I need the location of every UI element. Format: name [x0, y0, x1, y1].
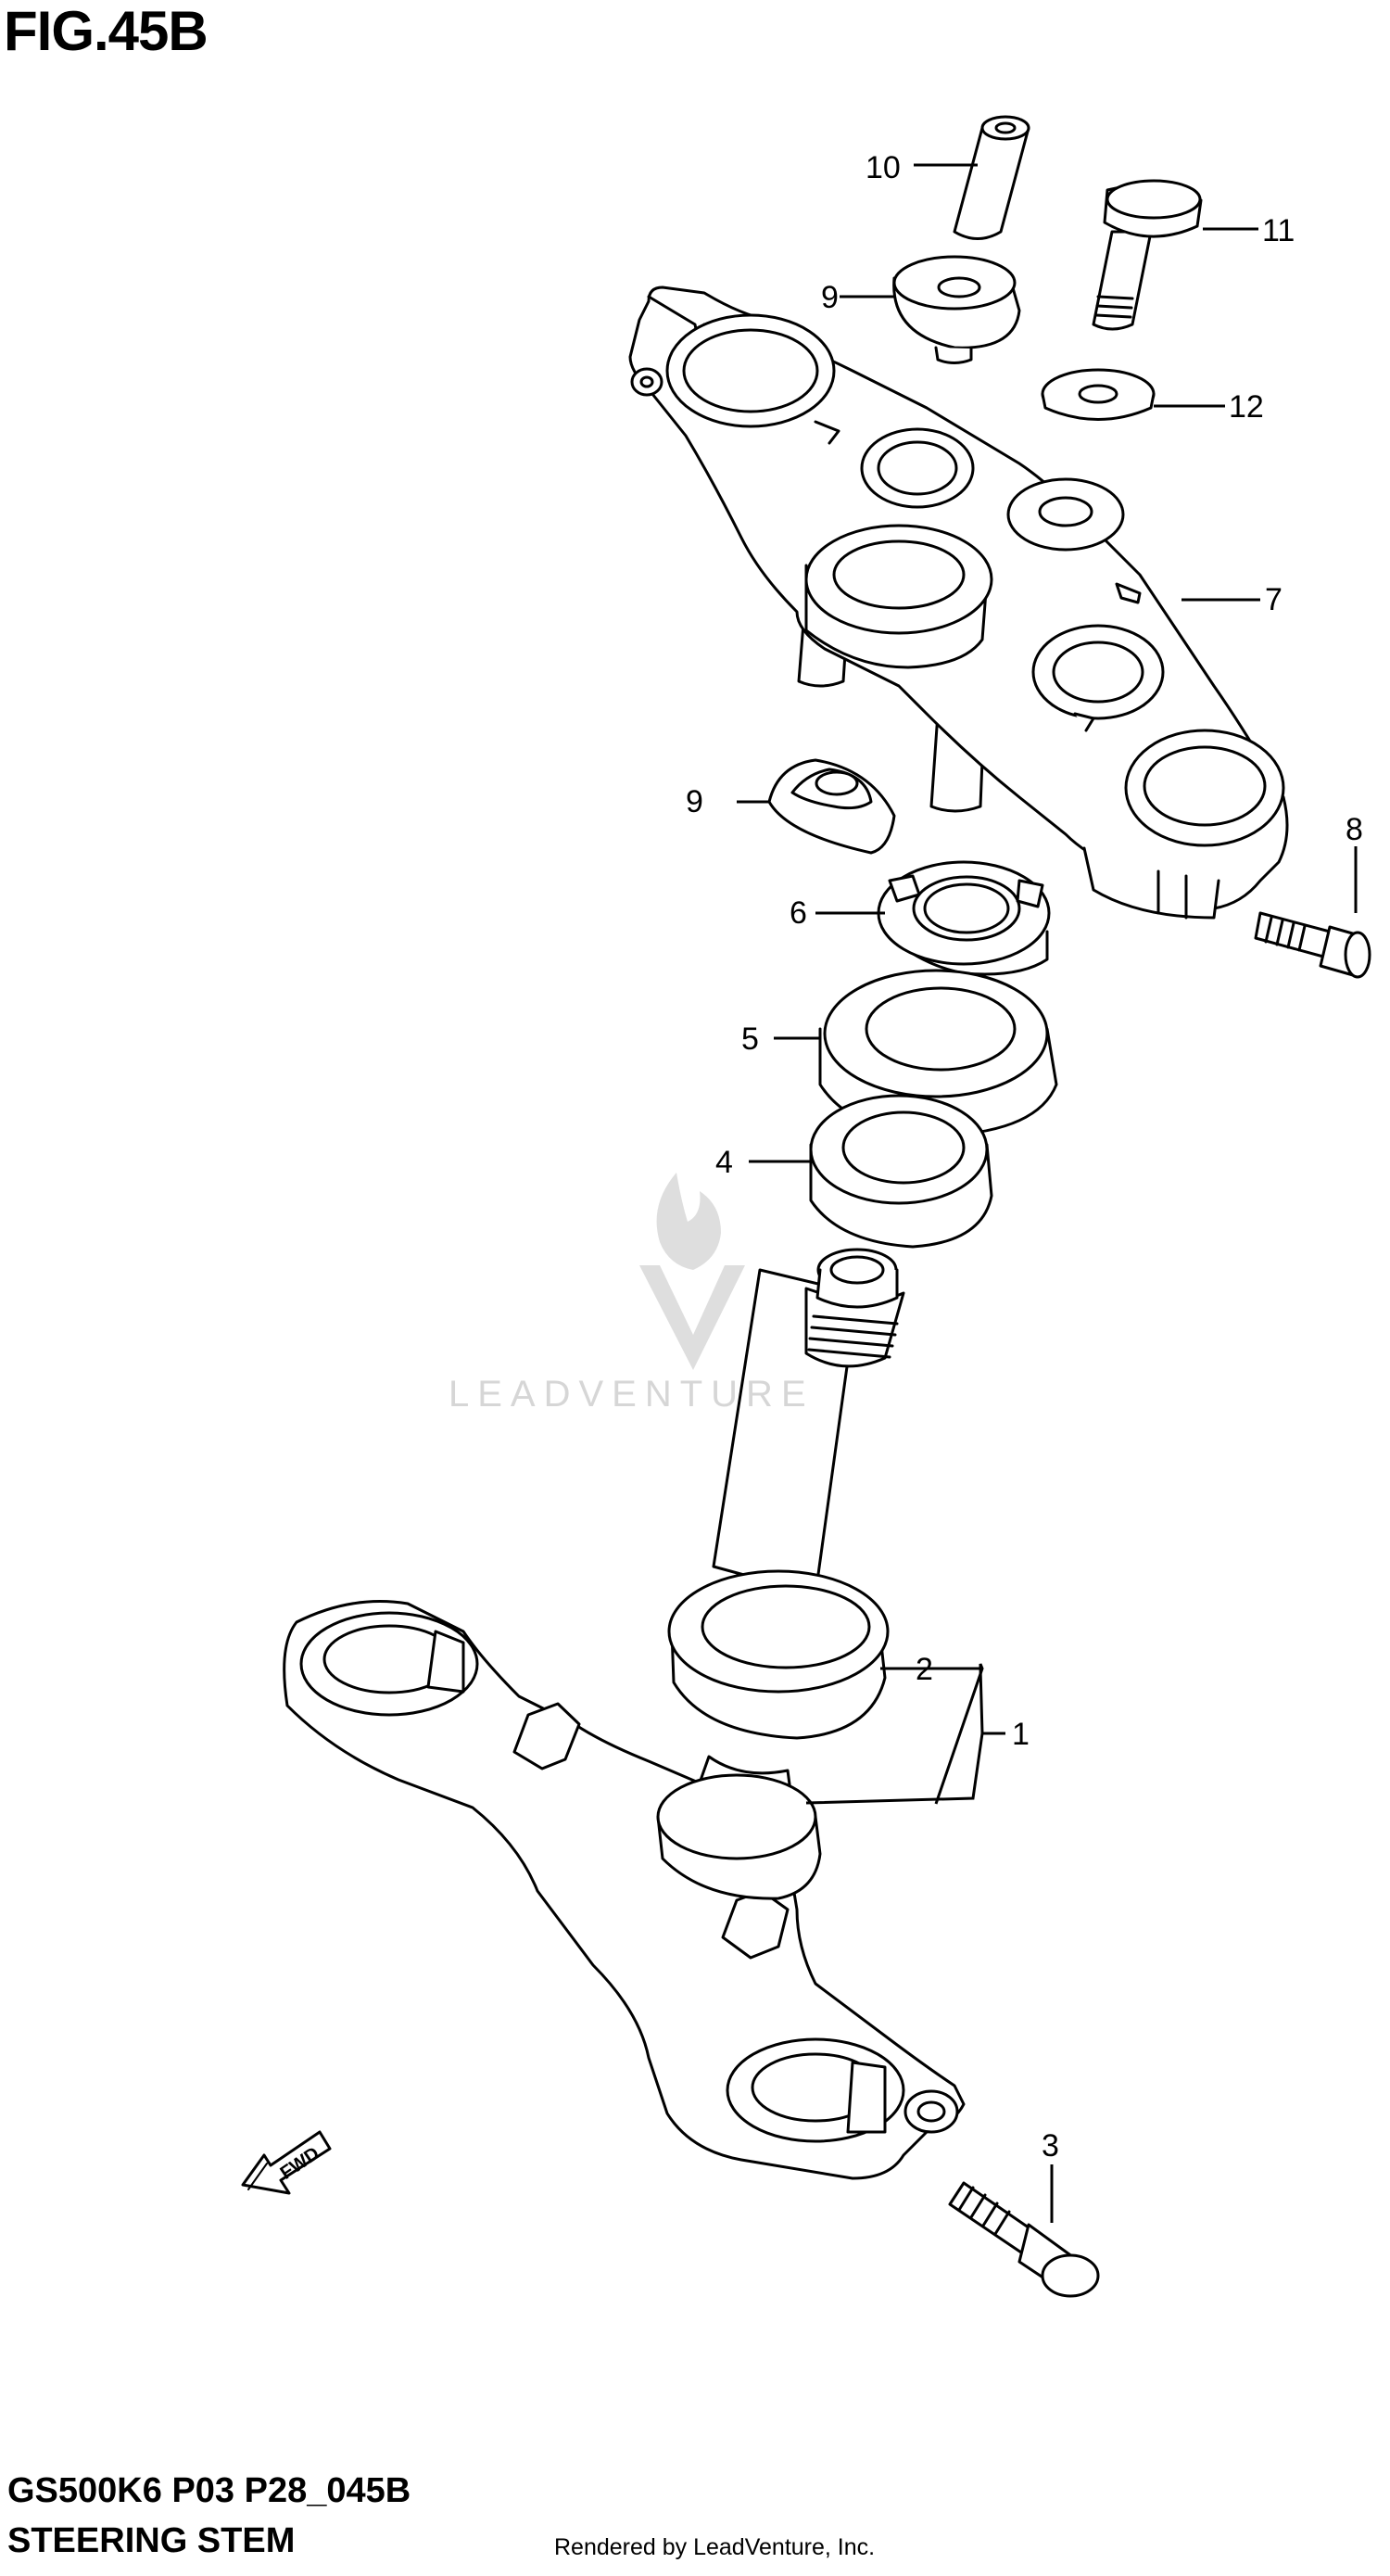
callout-9-lower: 9 [686, 784, 703, 819]
callout-12: 12 [1229, 389, 1264, 425]
section-name: STEERING STEM [7, 2521, 296, 2560]
rendered-by: Rendered by LeadVenture, Inc. [554, 2534, 876, 2560]
fwd-arrow-icon [241, 2130, 332, 2195]
watermark-logo [639, 1173, 745, 1370]
part-9-lower-grommet [767, 758, 896, 855]
part-4-bearing [809, 1094, 993, 1249]
part-11-bolt [1092, 179, 1203, 331]
callout-5: 5 [741, 1022, 759, 1057]
leader-2 [880, 1663, 984, 1805]
part-8-bolt [1254, 911, 1371, 979]
part-7-upper-bracket [628, 286, 1289, 920]
callout-9-upper: 9 [821, 280, 839, 315]
callout-1: 1 [1012, 1717, 1030, 1752]
callout-11: 11 [1262, 213, 1295, 248]
callout-4: 4 [715, 1145, 733, 1180]
part-1-steering-stem [283, 1248, 966, 2180]
callout-2: 2 [916, 1652, 933, 1687]
callout-3: 3 [1042, 2128, 1059, 2164]
watermark-text: LEADVENTURE [449, 1374, 815, 1415]
callout-10: 10 [866, 150, 901, 185]
part-3-bolt [948, 2181, 1100, 2298]
part-12-washer [1041, 368, 1156, 421]
model-code: GS500K6 P03 P28_045B [7, 2471, 411, 2510]
leader-1-bracket [805, 1667, 984, 1805]
figure-title: FIG.45B [4, 0, 208, 62]
part-10-spacer [953, 115, 1030, 240]
part-9-upper-grommet [892, 255, 1021, 364]
callout-7: 7 [1265, 582, 1283, 617]
callout-8: 8 [1346, 812, 1363, 847]
callout-6: 6 [790, 895, 807, 931]
part-6-nut [877, 860, 1051, 976]
